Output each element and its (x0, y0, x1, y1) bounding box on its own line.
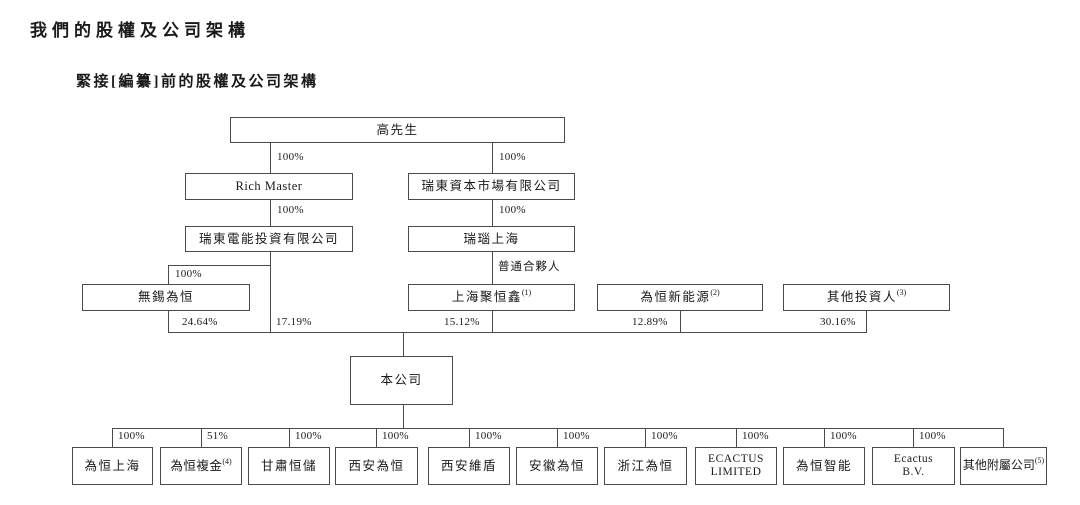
connector-line (112, 428, 113, 447)
node-subsidiary-ecactus-limited: ECACTUS LIMITED (695, 447, 777, 485)
node-label: 高先生 (376, 122, 419, 137)
node-subsidiary-weiheng-zhineng: 為恒智能 (783, 447, 865, 485)
edge-label-richmaster-ruidongpower: 100% (277, 204, 304, 216)
connector-line (403, 405, 404, 428)
node-label: 瑞東資本市場有限公司 (421, 179, 562, 194)
node-subsidiary-xian-weiheng: 西安為恒 (335, 447, 418, 485)
connector-line (645, 428, 646, 447)
connector-line (557, 428, 558, 447)
node-label: 甘肅恒儲 (260, 458, 317, 473)
node-label: 瑞東電能投資有限公司 (198, 231, 339, 246)
page-title: 我們的股權及公司架構 (30, 21, 250, 40)
footnote-marker: (4) (222, 456, 232, 466)
connector-line (492, 311, 493, 332)
connector-line (1003, 428, 1004, 447)
edge-label-ruidongpower-company: 17.19% (276, 316, 312, 328)
connector-line (168, 265, 271, 266)
node-wuxi-weiheng: 無錫為恒 (82, 284, 250, 311)
node-label: 瑞瑙上海 (463, 231, 520, 246)
connector-line (289, 428, 290, 447)
connector-line (168, 311, 169, 332)
ownership-label: 100% (475, 430, 502, 442)
edge-label-juhengxin-company: 15.12% (444, 316, 480, 328)
node-subsidiary-weiheng-shanghai: 為恒上海 (72, 447, 153, 485)
connector-line (270, 200, 271, 226)
node-subsidiary-ecactus-bv: Ecactus B.V. (872, 447, 955, 485)
connector-line (492, 143, 493, 173)
connector-line (403, 332, 404, 356)
node-label: 西安維盾 (440, 458, 497, 473)
node-rich-master: Rich Master (185, 173, 353, 200)
footnote-marker: (5) (1034, 456, 1045, 466)
ownership-label: 100% (830, 430, 857, 442)
connector-line (492, 200, 493, 226)
node-label: 為恒複金(4) (170, 456, 232, 473)
node-label: 為恒智能 (795, 458, 852, 473)
ownership-label: 100% (919, 430, 946, 442)
node-ruinao-shanghai: 瑞瑙上海 (408, 226, 575, 252)
edge-label-newenergy-company: 12.89% (632, 316, 668, 328)
connector-line (866, 311, 867, 332)
node-label: 浙江為恒 (617, 458, 674, 473)
node-label: 為恒上海 (84, 458, 141, 473)
node-label: 西安為恒 (348, 458, 405, 473)
node-subsidiary-anhui-weiheng: 安徽為恒 (516, 447, 598, 485)
ownership-label: 100% (563, 430, 590, 442)
edge-label-gao-rich-master: 100% (277, 151, 304, 163)
connector-line (270, 143, 271, 173)
ownership-label: 100% (118, 430, 145, 442)
ownership-label: 100% (742, 430, 769, 442)
node-label: Rich Master (235, 179, 303, 194)
connector-line (201, 428, 202, 447)
node-subsidiary-weiheng-fujin: 為恒複金(4) (160, 447, 242, 485)
node-label: 其他附屬公司(5) (962, 456, 1045, 473)
node-other-investors: 其他投資人(3) (783, 284, 950, 311)
connector-line (270, 252, 271, 332)
node-subsidiary-other-subsidiaries: 其他附屬公司(5) (960, 447, 1047, 485)
ownership-label: 100% (295, 430, 322, 442)
node-the-company: 本公司 (350, 356, 453, 405)
node-label: Ecactus B.V. (893, 452, 934, 478)
node-label: 其他投資人(3) (826, 288, 907, 305)
connector-line (492, 252, 493, 284)
edge-label-ruidongcapital-ruinao: 100% (499, 204, 526, 216)
subsidiaries-rail-line (112, 428, 1004, 429)
node-shanghai-juhengxin: 上海聚恒鑫(1) (408, 284, 575, 311)
node-weiheng-new-energy: 為恒新能源(2) (597, 284, 763, 311)
node-label: ECACTUS LIMITED (708, 452, 764, 478)
node-subsidiary-xian-weidun: 西安維盾 (428, 447, 510, 485)
ownership-label: 100% (382, 430, 409, 442)
node-subsidiary-zhejiang-weiheng: 浙江為恒 (604, 447, 687, 485)
edge-label-otherinvestors-company: 30.16% (820, 316, 856, 328)
shareholders-rail-line (168, 332, 867, 333)
node-subsidiary-gansu-hengchu: 甘肅恒儲 (248, 447, 330, 485)
footnote-marker: (3) (896, 288, 907, 298)
edge-label-gao-ruidong-capital: 100% (499, 151, 526, 163)
connector-line (469, 428, 470, 447)
connector-line (824, 428, 825, 447)
node-mr-gao: 高先生 (230, 117, 565, 143)
node-label: 安徽為恒 (528, 458, 585, 473)
node-label: 無錫為恒 (137, 290, 194, 305)
connector-line (376, 428, 377, 447)
node-label: 為恒新能源(2) (640, 288, 720, 305)
node-ruidong-capital-markets: 瑞東資本市場有限公司 (408, 173, 575, 200)
section-subtitle: 緊接[編纂]前的股權及公司架構 (76, 74, 319, 90)
footnote-marker: (2) (710, 288, 720, 298)
node-ruidong-power-investment: 瑞東電能投資有限公司 (185, 226, 353, 252)
edge-label-ruidongpower-wuxi: 100% (175, 268, 202, 280)
connector-line (168, 265, 169, 284)
edge-label-general-partner: 普通合夥人 (498, 261, 561, 273)
node-label: 本公司 (380, 373, 423, 388)
footnote-marker: (1) (521, 288, 532, 298)
connector-line (736, 428, 737, 447)
edge-label-wuxi-company: 24.64% (182, 316, 218, 328)
node-label: 上海聚恒鑫(1) (451, 288, 532, 305)
ownership-label: 100% (651, 430, 678, 442)
ownership-label: 51% (207, 430, 229, 442)
connector-line (913, 428, 914, 447)
connector-line (680, 311, 681, 332)
